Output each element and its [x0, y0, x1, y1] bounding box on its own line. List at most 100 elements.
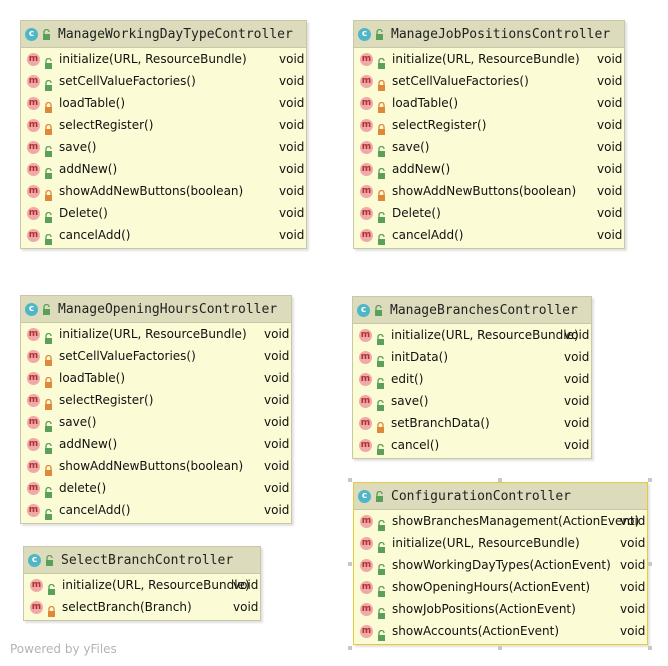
lock-icon — [44, 351, 53, 366]
method-return-type: void — [597, 228, 623, 242]
method-icon: m — [30, 600, 43, 614]
method-return-type: void — [279, 74, 305, 88]
method-icon: m — [27, 52, 40, 66]
unlock-icon — [377, 208, 386, 223]
method-icon: m — [359, 328, 372, 342]
class-title: ManageBranchesController — [390, 302, 578, 318]
method-return-type: void — [597, 162, 623, 176]
method-name: save() — [59, 415, 97, 429]
method-icon: m — [360, 228, 373, 242]
selection-handle[interactable] — [348, 562, 352, 566]
unlock-icon — [44, 76, 53, 91]
method-name: loadTable() — [59, 371, 126, 385]
method-return-type: void — [279, 52, 305, 66]
method-row[interactable]: m cancelAdd() void — [354, 224, 624, 246]
method-icon: m — [27, 228, 40, 242]
method-return-type: void — [597, 184, 623, 198]
unlock-icon — [43, 303, 50, 315]
selection-handle[interactable] — [348, 478, 352, 482]
method-name: showAddNewButtons(boolean) — [59, 459, 244, 473]
method-name: initialize(URL, ResourceBundle) — [62, 578, 250, 592]
unlock-icon — [376, 396, 385, 411]
lock-icon — [377, 186, 386, 201]
method-name: save() — [59, 140, 97, 154]
unlock-icon — [44, 505, 53, 520]
lock-icon — [377, 98, 386, 113]
class-header: c SelectBranchController — [24, 547, 260, 574]
method-icon: m — [360, 162, 373, 176]
method-name: loadTable() — [392, 96, 459, 110]
selection-handle[interactable] — [648, 478, 652, 482]
selection-handle[interactable] — [348, 646, 352, 650]
unlock-icon — [377, 164, 386, 179]
method-icon: m — [360, 602, 373, 616]
method-return-type: void — [620, 536, 646, 550]
method-name: setBranchData() — [391, 416, 490, 430]
selection-handle[interactable] — [648, 646, 652, 650]
method-icon: m — [27, 349, 40, 363]
method-name: cancelAdd() — [392, 228, 464, 242]
method-icon: m — [27, 184, 40, 198]
class-title: ConfigurationController — [391, 488, 572, 504]
method-name: delete() — [59, 481, 107, 495]
method-icon: m — [27, 481, 40, 495]
selection-handle[interactable] — [498, 646, 502, 650]
selection-handle[interactable] — [648, 562, 652, 566]
method-icon: m — [360, 118, 373, 132]
method-icon: m — [27, 140, 40, 154]
method-name: setCellValueFactories() — [392, 74, 529, 88]
method-icon: m — [27, 96, 40, 110]
method-return-type: void — [564, 350, 590, 364]
class-icon: c — [358, 489, 371, 503]
lock-icon — [44, 461, 53, 476]
selection-handle[interactable] — [498, 478, 502, 482]
